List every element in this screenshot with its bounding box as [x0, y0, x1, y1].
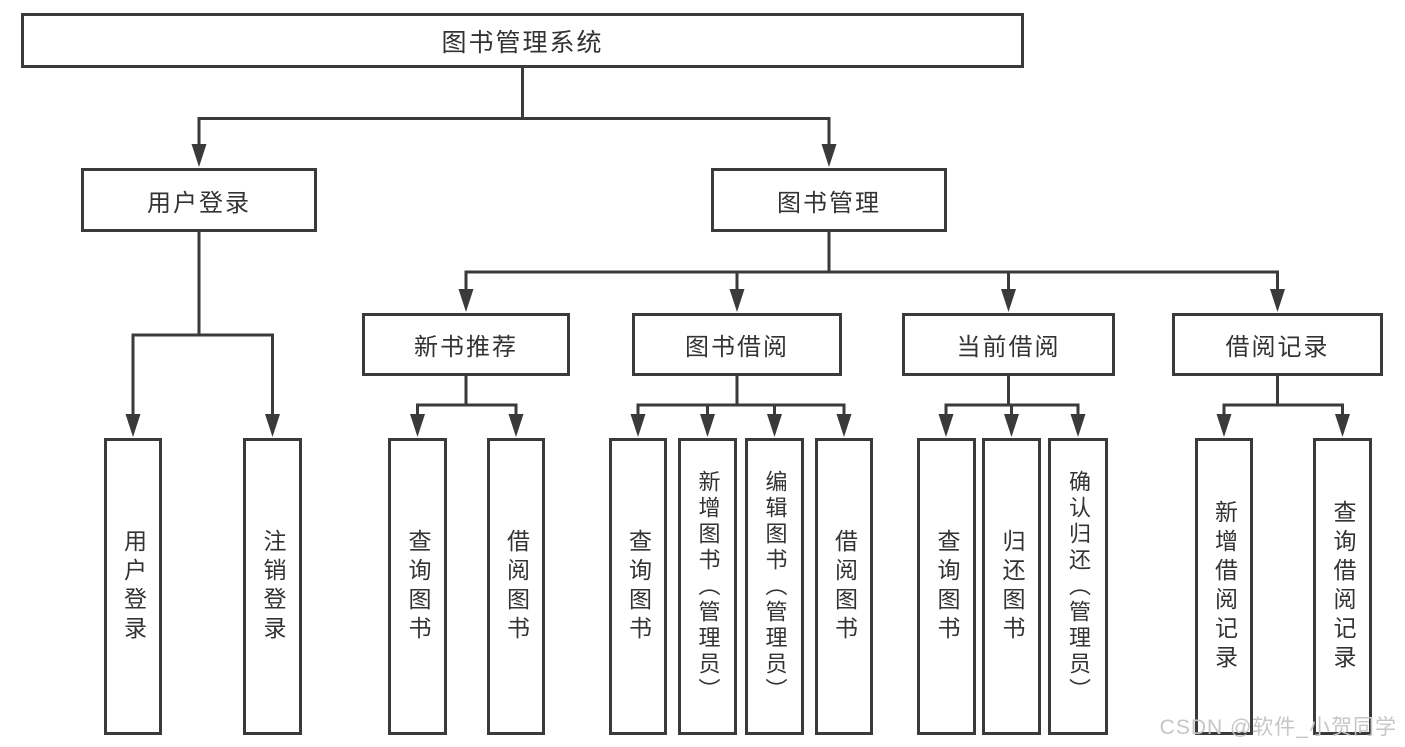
leaf-borrowing-borrow-books: 借阅图书	[815, 438, 873, 735]
leaf-logout-login: 注销登录	[243, 438, 302, 735]
leaf-current-confirm-return-admin: 确认归还（管理员）	[1048, 438, 1108, 735]
csdn-watermark: CSDN @软件_小贺同学	[1159, 716, 1397, 739]
node-root-label: 图书管理系统	[441, 28, 604, 57]
leaf-records-add-borrow-record: 新增借阅记录	[1195, 438, 1253, 735]
leaf-borrowing-borrow-books-label: 借阅图书	[831, 528, 858, 645]
node-borrow-records: 借阅记录	[1172, 313, 1383, 376]
leaf-borrowing-query-books-label: 查询图书	[625, 528, 652, 645]
node-book-management-label: 图书管理	[777, 189, 881, 217]
connector-root-to-level2	[197, 68, 831, 151]
leaf-recommend-query-books: 查询图书	[388, 438, 447, 735]
leaf-logout-login-label: 注销登录	[260, 528, 286, 645]
leaf-user-login: 用户登录	[104, 438, 162, 735]
leaf-current-query-books-label: 查询图书	[934, 528, 960, 645]
node-user-login-label: 用户登录	[147, 189, 251, 217]
leaf-records-query-borrow-record: 查询借阅记录	[1313, 438, 1372, 735]
leaf-borrowing-add-books-admin-label: 新增图书（管理员）	[695, 469, 721, 704]
node-book-borrowing-label: 图书借阅	[685, 334, 789, 361]
leaf-borrowing-add-books-admin: 新增图书（管理员）	[678, 438, 737, 735]
connector-new-book-rec-to-leaves	[416, 376, 518, 422]
leaf-recommend-query-books-label: 查询图书	[405, 528, 431, 645]
leaf-user-login-label: 用户登录	[120, 528, 147, 645]
connector-current-borrow-to-leaves	[944, 376, 1080, 422]
node-new-book-recommend-label: 新书推荐	[414, 334, 518, 361]
leaf-current-confirm-return-admin-label: 确认归还（管理员）	[1066, 469, 1091, 704]
leaf-borrowing-edit-books-admin-label: 编辑图书（管理员）	[762, 469, 788, 704]
leaf-current-query-books: 查询图书	[917, 438, 976, 735]
node-new-book-recommend: 新书推荐	[362, 313, 570, 376]
connector-book-borrow-to-leaves	[636, 376, 846, 422]
connector-user-login-to-leaves	[131, 232, 274, 422]
node-user-login: 用户登录	[81, 168, 317, 232]
connector-book-mgmt-to-level3	[464, 232, 1279, 297]
node-root: 图书管理系统	[21, 13, 1024, 68]
leaf-borrowing-edit-books-admin: 编辑图书（管理员）	[745, 438, 804, 735]
leaf-current-return-books: 归还图书	[982, 438, 1041, 735]
leaf-recommend-borrow-books: 借阅图书	[487, 438, 545, 735]
connector-borrow-records-to-leaves	[1222, 376, 1344, 422]
leaf-records-add-borrow-record-label: 新增借阅记录	[1211, 499, 1238, 674]
node-book-management: 图书管理	[711, 168, 947, 232]
leaf-recommend-borrow-books-label: 借阅图书	[503, 528, 530, 645]
leaf-records-query-borrow-record-label: 查询借阅记录	[1330, 499, 1356, 674]
node-book-borrowing: 图书借阅	[632, 313, 842, 376]
leaf-borrowing-query-books: 查询图书	[609, 438, 667, 735]
node-current-borrowing-label: 当前借阅	[956, 334, 1061, 361]
node-current-borrowing: 当前借阅	[902, 313, 1115, 376]
node-borrow-records-label: 借阅记录	[1225, 334, 1330, 361]
leaf-current-return-books-label: 归还图书	[999, 528, 1025, 645]
